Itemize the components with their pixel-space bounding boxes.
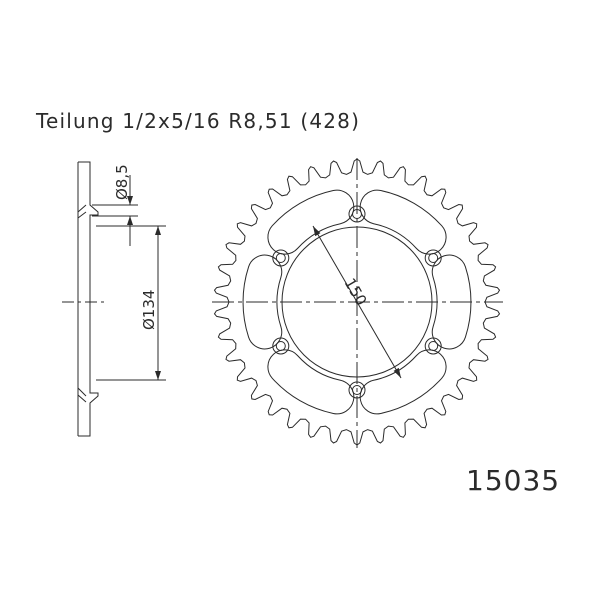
lightening-cutout	[359, 189, 447, 255]
bolt-hole-inner	[352, 209, 362, 219]
bore-diameter-label: Ø134	[140, 290, 158, 330]
bore-arrow-top	[155, 226, 161, 235]
side-view-arrows	[127, 196, 161, 380]
front-view	[212, 158, 503, 448]
lightening-cutout	[431, 254, 472, 350]
pcd-arrow-start	[313, 226, 321, 237]
center-bore	[281, 226, 433, 378]
bolt-hole	[272, 249, 290, 267]
bolt-hole-inner	[428, 253, 439, 263]
lightening-cutouts	[242, 189, 472, 415]
part-number: 15035	[466, 464, 560, 497]
hole-arrow-down	[127, 196, 133, 205]
lightening-cutout	[267, 349, 355, 415]
side-view	[62, 161, 166, 437]
bolt-hole	[272, 337, 290, 355]
bolt-hole-inner	[275, 253, 286, 263]
side-profile-upper	[78, 161, 99, 228]
bolt-hole	[348, 381, 366, 399]
pcd-label: 150	[341, 275, 371, 309]
pitch-specification: Teilung 1/2x5/16 R8,51 (428)	[35, 109, 360, 133]
lightening-cutout	[267, 189, 355, 255]
bolt-hole-inner	[352, 385, 362, 395]
side-profile-mark-bottom	[77, 387, 87, 403]
pcd-dimension-line	[312, 225, 402, 379]
side-profile-mark-top	[77, 204, 87, 219]
sprocket-tooth-outline	[213, 158, 501, 446]
bolt-hole	[424, 249, 442, 267]
side-profile-lower	[78, 380, 99, 437]
hole-diameter-label: Ø8,5	[113, 164, 131, 200]
bolt-hole-inner	[275, 341, 286, 351]
bolt-holes	[272, 205, 442, 399]
lightening-cutout	[242, 254, 283, 350]
hole-arrow-up	[127, 216, 133, 225]
pcd-arrow-end	[393, 367, 401, 378]
bolt-hole-inner	[428, 341, 439, 351]
pcd-arrows	[313, 226, 401, 378]
bore-arrow-bottom	[155, 371, 161, 380]
bolt-hole	[348, 205, 366, 223]
lightening-cutout	[359, 349, 447, 415]
bolt-hole	[424, 337, 442, 355]
